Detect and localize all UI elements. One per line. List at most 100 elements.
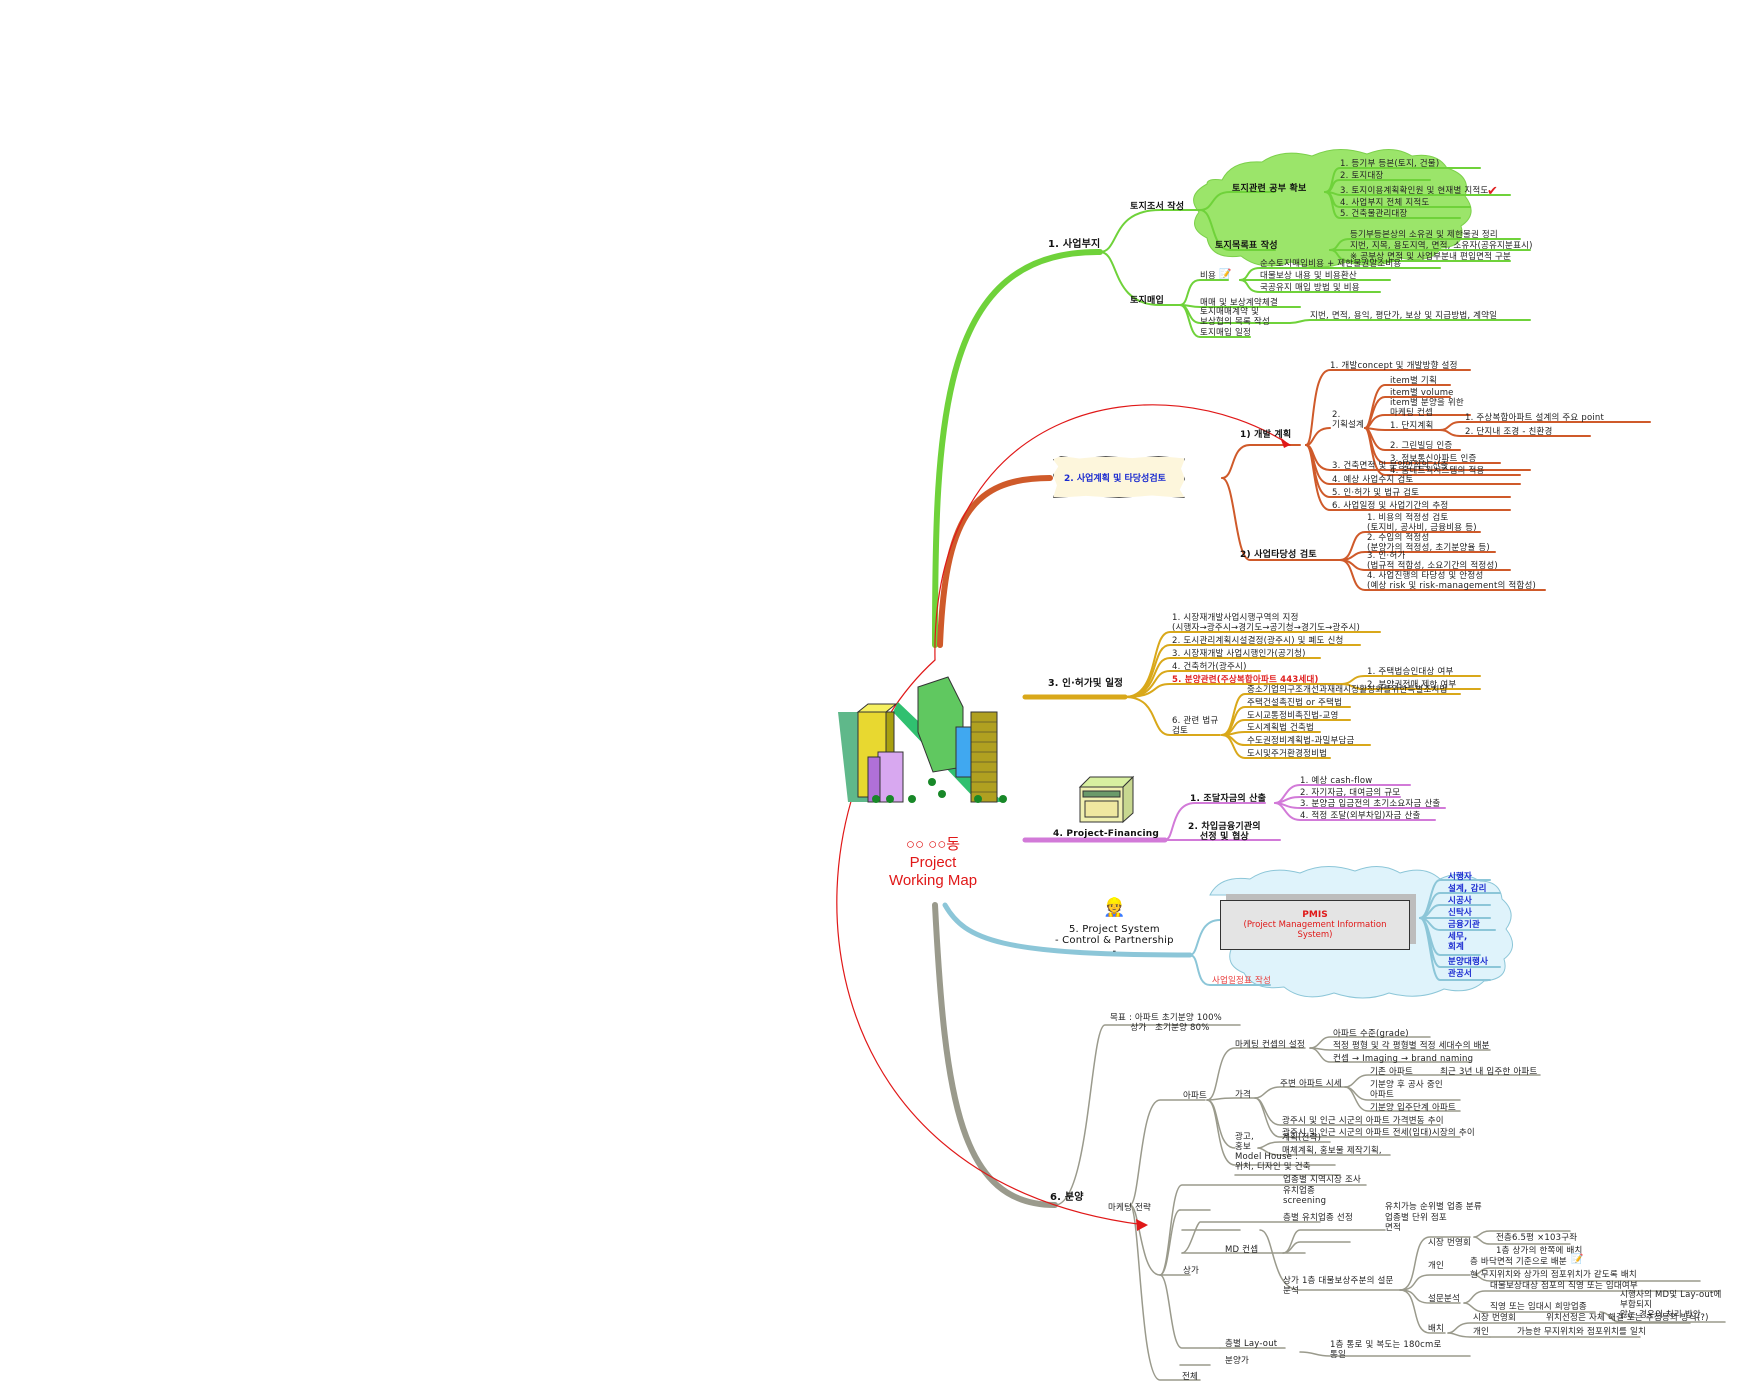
law-5[interactable]: 수도권정비계획법-과밀부담금 — [1247, 736, 1355, 746]
node-concept-design[interactable]: 2. 기획설계 — [1332, 410, 1365, 430]
branch-6-sales[interactable]: 6. 분양 — [1050, 1192, 1084, 1203]
branch-1-site[interactable]: 1. 사업부지 — [1048, 239, 1101, 250]
design-2[interactable]: item별 volume — [1390, 388, 1454, 398]
land-list-3[interactable]: ※ 공부상 면적 및 사업부분내 편입면적 구분 — [1350, 252, 1512, 262]
node-survey-analysis[interactable]: 설문분석 — [1428, 1294, 1461, 1304]
permit-5-sales[interactable]: 5. 분양관련(주상복합아파트 443세대) — [1172, 675, 1319, 685]
floor-select-2[interactable]: 업종별 단위 점포 면적 — [1385, 1213, 1447, 1233]
node-advertising[interactable]: 광고, 홍보 — [1235, 1132, 1254, 1152]
partner-developer[interactable]: 시행자 — [1448, 872, 1473, 882]
branch-3-permits[interactable]: 3. 인·허가및 일정 — [1048, 678, 1124, 689]
permit-3[interactable]: 3. 시장재개발 사업시행인가(공기청) — [1172, 649, 1306, 659]
feasibility-2[interactable]: 2. 수입의 적정성 (분양가의 적정성, 초기분양율 등) — [1367, 533, 1490, 553]
qa-1[interactable]: 대물보상대상 점포의 직영 또는 임대여부 — [1490, 1281, 1638, 1291]
law-3[interactable]: 도시교통정비촉진법-교영 — [1247, 711, 1339, 721]
land-doc-4[interactable]: 4. 사업부지 전체 지적도 — [1340, 198, 1430, 208]
land-doc-2[interactable]: 2. 토지대장 — [1340, 171, 1384, 181]
dev-plan-1[interactable]: 1. 개발concept 및 개발방향 설정 — [1330, 361, 1458, 371]
fund-3[interactable]: 3. 분양금 입금전의 초기소요자금 산출 — [1300, 799, 1441, 809]
pmis-box[interactable]: PMIS (Project Management Information Sys… — [1220, 900, 1410, 950]
feasibility-3[interactable]: 3. 인·허가 (법규적 적합성, 소요기간의 적정성) — [1367, 551, 1498, 571]
node-shop[interactable]: 상가 — [1183, 1266, 1200, 1276]
sales-goal[interactable]: 목표 : 아파트 초기분양 100% 상가 초기분양 80% — [1110, 1013, 1222, 1033]
node-placement[interactable]: 배치 — [1428, 1324, 1445, 1334]
design-3[interactable]: item별 분양을 위한 마케팅 컨셉 — [1390, 398, 1464, 418]
plan-rest-4[interactable]: 6. 사업일정 및 사업기간의 추정 — [1332, 501, 1449, 511]
price-trend-2[interactable]: 광주시 및 인근 시군의 아파트 전세(임대)시장의 추이 — [1282, 1128, 1475, 1138]
node-market-assoc[interactable]: 시장 번영회 — [1428, 1238, 1472, 1248]
assoc-2[interactable]: 1층 상가의 한쪽에 배치 — [1496, 1246, 1583, 1256]
node-md-concept[interactable]: MD 컨셉 — [1225, 1245, 1259, 1255]
permit-5-sub-1[interactable]: 1. 주택법승인대상 여부 — [1367, 667, 1454, 677]
partner-government[interactable]: 관공서 — [1448, 969, 1473, 979]
cost-3[interactable]: 국공유지 매입 방법 및 비용 — [1260, 283, 1360, 293]
partner-design[interactable]: 설계, 감리 — [1448, 884, 1487, 894]
permit-1[interactable]: 1. 시장재개발사업시행구역의 지정 (시행자→광주시→경기도→공기청→경기도→… — [1172, 613, 1361, 633]
purchase-detail[interactable]: 지번, 면적, 용익, 평단가, 보상 및 지급방법, 계약일 — [1310, 311, 1498, 321]
partner-trust[interactable]: 신탁사 — [1448, 908, 1473, 918]
place-indiv-note[interactable]: 가능한 무지위치와 점포위치를 일치 — [1517, 1327, 1647, 1337]
ad-1[interactable]: 계획(전략) — [1282, 1133, 1322, 1143]
node-price[interactable]: 가격 — [1235, 1090, 1252, 1100]
law-2[interactable]: 주택건설촉진법 or 주택법 — [1247, 698, 1343, 708]
purchase-2[interactable]: 토지매매계약 및 보상협의 목록 작성 — [1200, 307, 1270, 327]
node-floor-selection[interactable]: 층별 유치업종 선정 — [1283, 1213, 1353, 1223]
node-lender-selection[interactable]: 2. 차입금융기관의 선정 및 협상 — [1188, 822, 1261, 842]
node-cost[interactable]: 비용 — [1200, 271, 1217, 281]
partner-sales-agency[interactable]: 분양대행사 — [1448, 957, 1489, 967]
land-doc-5[interactable]: 5. 건축물관리대장 — [1340, 209, 1408, 219]
node-shop-survey[interactable]: 상가 1층 대물보상주분의 설문 분석 — [1283, 1276, 1394, 1296]
layout-note[interactable]: 1층 통로 및 복도는 180cm로 통일 — [1330, 1340, 1442, 1360]
node-shop-price[interactable]: 분양가 — [1225, 1356, 1250, 1366]
feasibility-1[interactable]: 1. 비용의 적정성 검토 (토지비, 공사비, 금융비용 등) — [1367, 513, 1477, 533]
indiv-2[interactable]: 현 무지위치와 상가의 점포위치가 같도록 배치 — [1470, 1270, 1637, 1280]
cost-2[interactable]: 대물보상 내용 및 비용환산 — [1260, 271, 1357, 281]
qa-2[interactable]: 직영 또는 임대시 희망업종 — [1490, 1302, 1587, 1312]
price-trend-1[interactable]: 광주시 및 인근 시군의 아파트 가격변동 추이 — [1282, 1116, 1444, 1126]
node-related-laws[interactable]: 6. 관련 법규 검토 — [1172, 716, 1219, 736]
complex-2[interactable]: 2. 단지내 조경 - 친환경 — [1465, 427, 1553, 437]
market-note[interactable]: 최근 3년 내 입주한 아파트 — [1440, 1067, 1538, 1077]
node-schedule[interactable]: 사업일정표 작성 — [1212, 976, 1272, 986]
land-list-1[interactable]: 등기부등본상의 소유권 및 제한물권 정리 — [1350, 230, 1498, 240]
design-1[interactable]: item별 기획 — [1390, 376, 1437, 386]
branch-5-system[interactable]: 5. Project System - Control & Partnershi… — [1055, 924, 1174, 957]
central-topic[interactable]: ○○ ○○동 Project Working Map — [868, 836, 998, 890]
permit-4[interactable]: 4. 건축허가(광주시) — [1172, 662, 1247, 672]
node-complex-plan[interactable]: 1. 단지계획 — [1390, 421, 1434, 431]
partner-tax[interactable]: 세무, 회계 — [1448, 932, 1468, 952]
market-2[interactable]: 기분양 후 공사 중인 아파트 — [1370, 1080, 1443, 1100]
node-feasibility[interactable]: 2) 사업타당성 검토 — [1240, 550, 1317, 560]
partner-contractor[interactable]: 시공사 — [1448, 896, 1473, 906]
concept-3[interactable]: 컨셉 → Imaging → brand naming — [1333, 1054, 1474, 1064]
place-indiv[interactable]: 개인 — [1473, 1327, 1490, 1337]
design-more-2[interactable]: 3. 정보통신아파트 인증 — [1390, 454, 1477, 464]
qa-note[interactable]: 시행사의 MD및 Lay-out에 부합되지 않는 경우의 처리 방안 — [1620, 1290, 1722, 1320]
market-3[interactable]: 기분양 입주단계 아파트 — [1370, 1103, 1457, 1113]
market-1[interactable]: 기존 아파트 — [1370, 1067, 1414, 1077]
node-marketing-strategy[interactable]: 마케팅 전략 — [1108, 1203, 1152, 1213]
node-marketing-concept[interactable]: 마케팅 컨셉의 설정 — [1235, 1040, 1305, 1050]
floor-select-1[interactable]: 유치가능 순위별 업종 분류 — [1385, 1202, 1482, 1212]
land-list-2[interactable]: 지번, 지목, 용도지역, 면적, 소유자(공유지분표시) — [1350, 241, 1533, 251]
md-1[interactable]: 업종별 지역시장 조사 — [1283, 1175, 1361, 1185]
design-more-1[interactable]: 2. 그린빌딩 인증 — [1390, 441, 1453, 451]
node-individual[interactable]: 개인 — [1428, 1261, 1445, 1271]
plan-rest-2[interactable]: 4. 예상 사업수지 검토 — [1332, 475, 1414, 485]
permit-2[interactable]: 2. 도시관리계획시설결정(광주시) 및 폐도 신청 — [1172, 636, 1344, 646]
cost-1[interactable]: 순수토지매입비용 + 제한물권말소비용 — [1260, 259, 1402, 269]
node-model-house[interactable]: Model House : 위치, 디자인 및 건축 — [1235, 1152, 1311, 1172]
indiv-1[interactable]: 층 바닥면적 기준으로 배분 — [1470, 1257, 1567, 1267]
assoc-1[interactable]: 전층6.5평 ×103구좌 — [1496, 1233, 1578, 1243]
node-dev-plan[interactable]: 1) 개발 계획 — [1240, 430, 1292, 440]
node-land-survey[interactable]: 토지조서 작성 — [1130, 202, 1185, 212]
permit-5-sub-2[interactable]: 2. 분양권전매 제한 여부 — [1367, 680, 1457, 690]
purchase-1[interactable]: 매매 및 보상계약체결 — [1200, 298, 1278, 308]
fund-2[interactable]: 2. 자기자금, 대여금의 규모 — [1300, 788, 1401, 798]
fund-4[interactable]: 4. 적정 조달(외부차입)자금 산출 — [1300, 811, 1421, 821]
node-land-list[interactable]: 토지목록표 작성 — [1215, 241, 1278, 251]
concept-1[interactable]: 아파트 수준(grade) — [1333, 1029, 1409, 1039]
law-6[interactable]: 도시및주거환경정비법 — [1247, 749, 1328, 759]
concept-2[interactable]: 적정 평형 및 각 평형별 적정 세대수의 배분 — [1333, 1041, 1490, 1051]
node-market-price[interactable]: 주변 아파트 시세 — [1280, 1079, 1342, 1089]
